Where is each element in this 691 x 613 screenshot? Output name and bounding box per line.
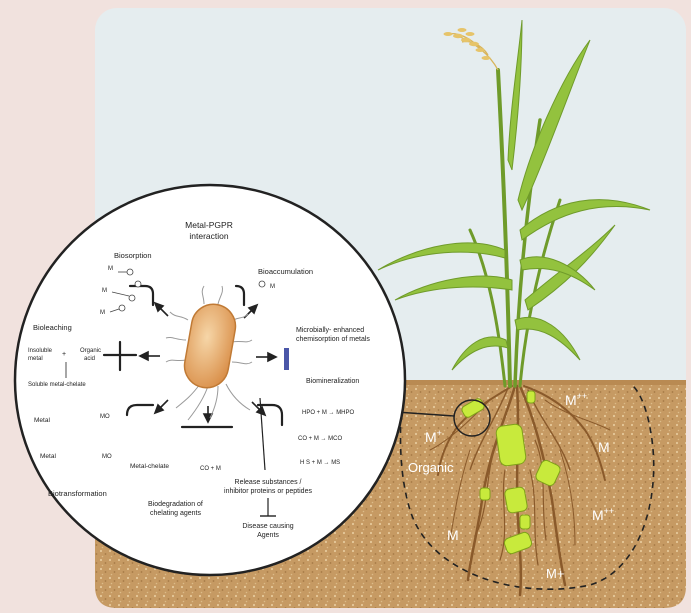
inset-title-1: Metal-PGPR [185,220,233,230]
label-organic-acid-1: Organic [80,348,101,354]
chemisorption-membrane [284,348,289,370]
eq3: H S + M → MS [300,460,340,466]
metal-pgpr-inset: Metal-PGPR interaction [15,185,405,575]
label-release-1: Release substances / [235,479,302,486]
label-biodegradation-1: Biodegradation of [148,501,203,508]
label-microbial-2: chemisorption of metals [296,336,370,343]
label-soluble-chelate: Soluble metal-chelate [28,382,86,388]
ion-m-1: M [108,266,113,272]
label-microbial-1: Microbially- enhanced [296,327,364,334]
label-co2-m: CO + M [200,466,221,472]
plus-sign: + [62,351,66,358]
soil-m-center: M [598,439,610,455]
label-bioleaching: Bioleaching [33,323,72,332]
eq2: CO + M → MCO [298,436,343,442]
ion-m-3: M [100,310,105,316]
label-biosorption: Biosorption [114,251,152,260]
label-biodegradation-2: chelating agents [150,510,201,517]
label-insoluble-1: Insoluble [28,348,53,354]
label-mo-1: MO [100,414,110,420]
label-organic-acid-2: acid [84,356,95,362]
soil-organic: Organic [408,460,454,475]
eq1: HPO + M → MHPO [302,410,355,416]
label-insoluble-2: metal [28,356,43,362]
label-mo-2: MO [102,454,112,460]
label-metal-a: Metal [34,417,50,424]
ion-m-2: M [102,288,107,294]
inset-title-2: interaction [189,231,228,241]
label-bioaccumulation: Bioaccumulation [258,267,313,276]
label-disease-1: Disease causing [242,523,293,530]
label-disease-2: Agents [257,532,279,539]
label-biomineralization: Biomineralization [306,378,359,385]
soil-m-plus-bottom: M+ [546,566,564,581]
label-release-2: inhibitor proteins or peptides [224,488,312,495]
soil-m-left: M [447,527,459,543]
label-biotransformation: Biotransformation [48,489,107,498]
label-metal-b: Metal [40,453,56,460]
label-metal-chelate: Metal-chelate [130,463,169,470]
ion-m-bioacc: M [270,284,275,290]
